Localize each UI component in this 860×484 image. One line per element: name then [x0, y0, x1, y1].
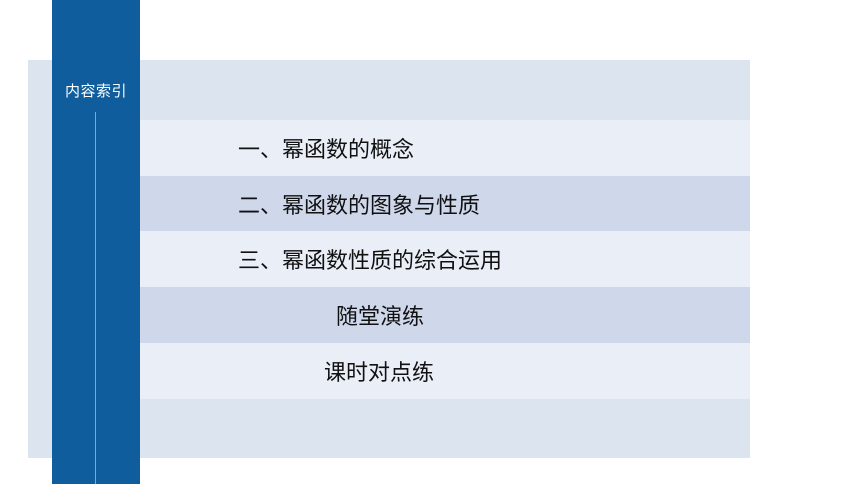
- menu-item-concept[interactable]: 一、幂函数的概念: [140, 120, 750, 176]
- menu-item-class-practice[interactable]: 随堂演练: [140, 287, 750, 343]
- menu-item-label: 课时对点练: [324, 361, 435, 386]
- menu-item-label: 二、幂函数的图象与性质: [238, 194, 481, 219]
- menu-item-label: 随堂演练: [336, 305, 425, 330]
- sidebar-title: 内容索引: [64, 82, 127, 100]
- sidebar: [52, 0, 140, 484]
- sidebar-divider-line: [95, 112, 96, 484]
- menu-item-homework-practice[interactable]: 课时对点练: [140, 343, 750, 399]
- menu-item-label: 三、幂函数性质的综合运用: [238, 249, 503, 274]
- menu-item-label: 一、幂函数的概念: [238, 138, 415, 163]
- menu-item-comprehensive-application[interactable]: 三、幂函数性质的综合运用: [140, 231, 750, 287]
- menu-item-graph-properties[interactable]: 二、幂函数的图象与性质: [140, 176, 750, 232]
